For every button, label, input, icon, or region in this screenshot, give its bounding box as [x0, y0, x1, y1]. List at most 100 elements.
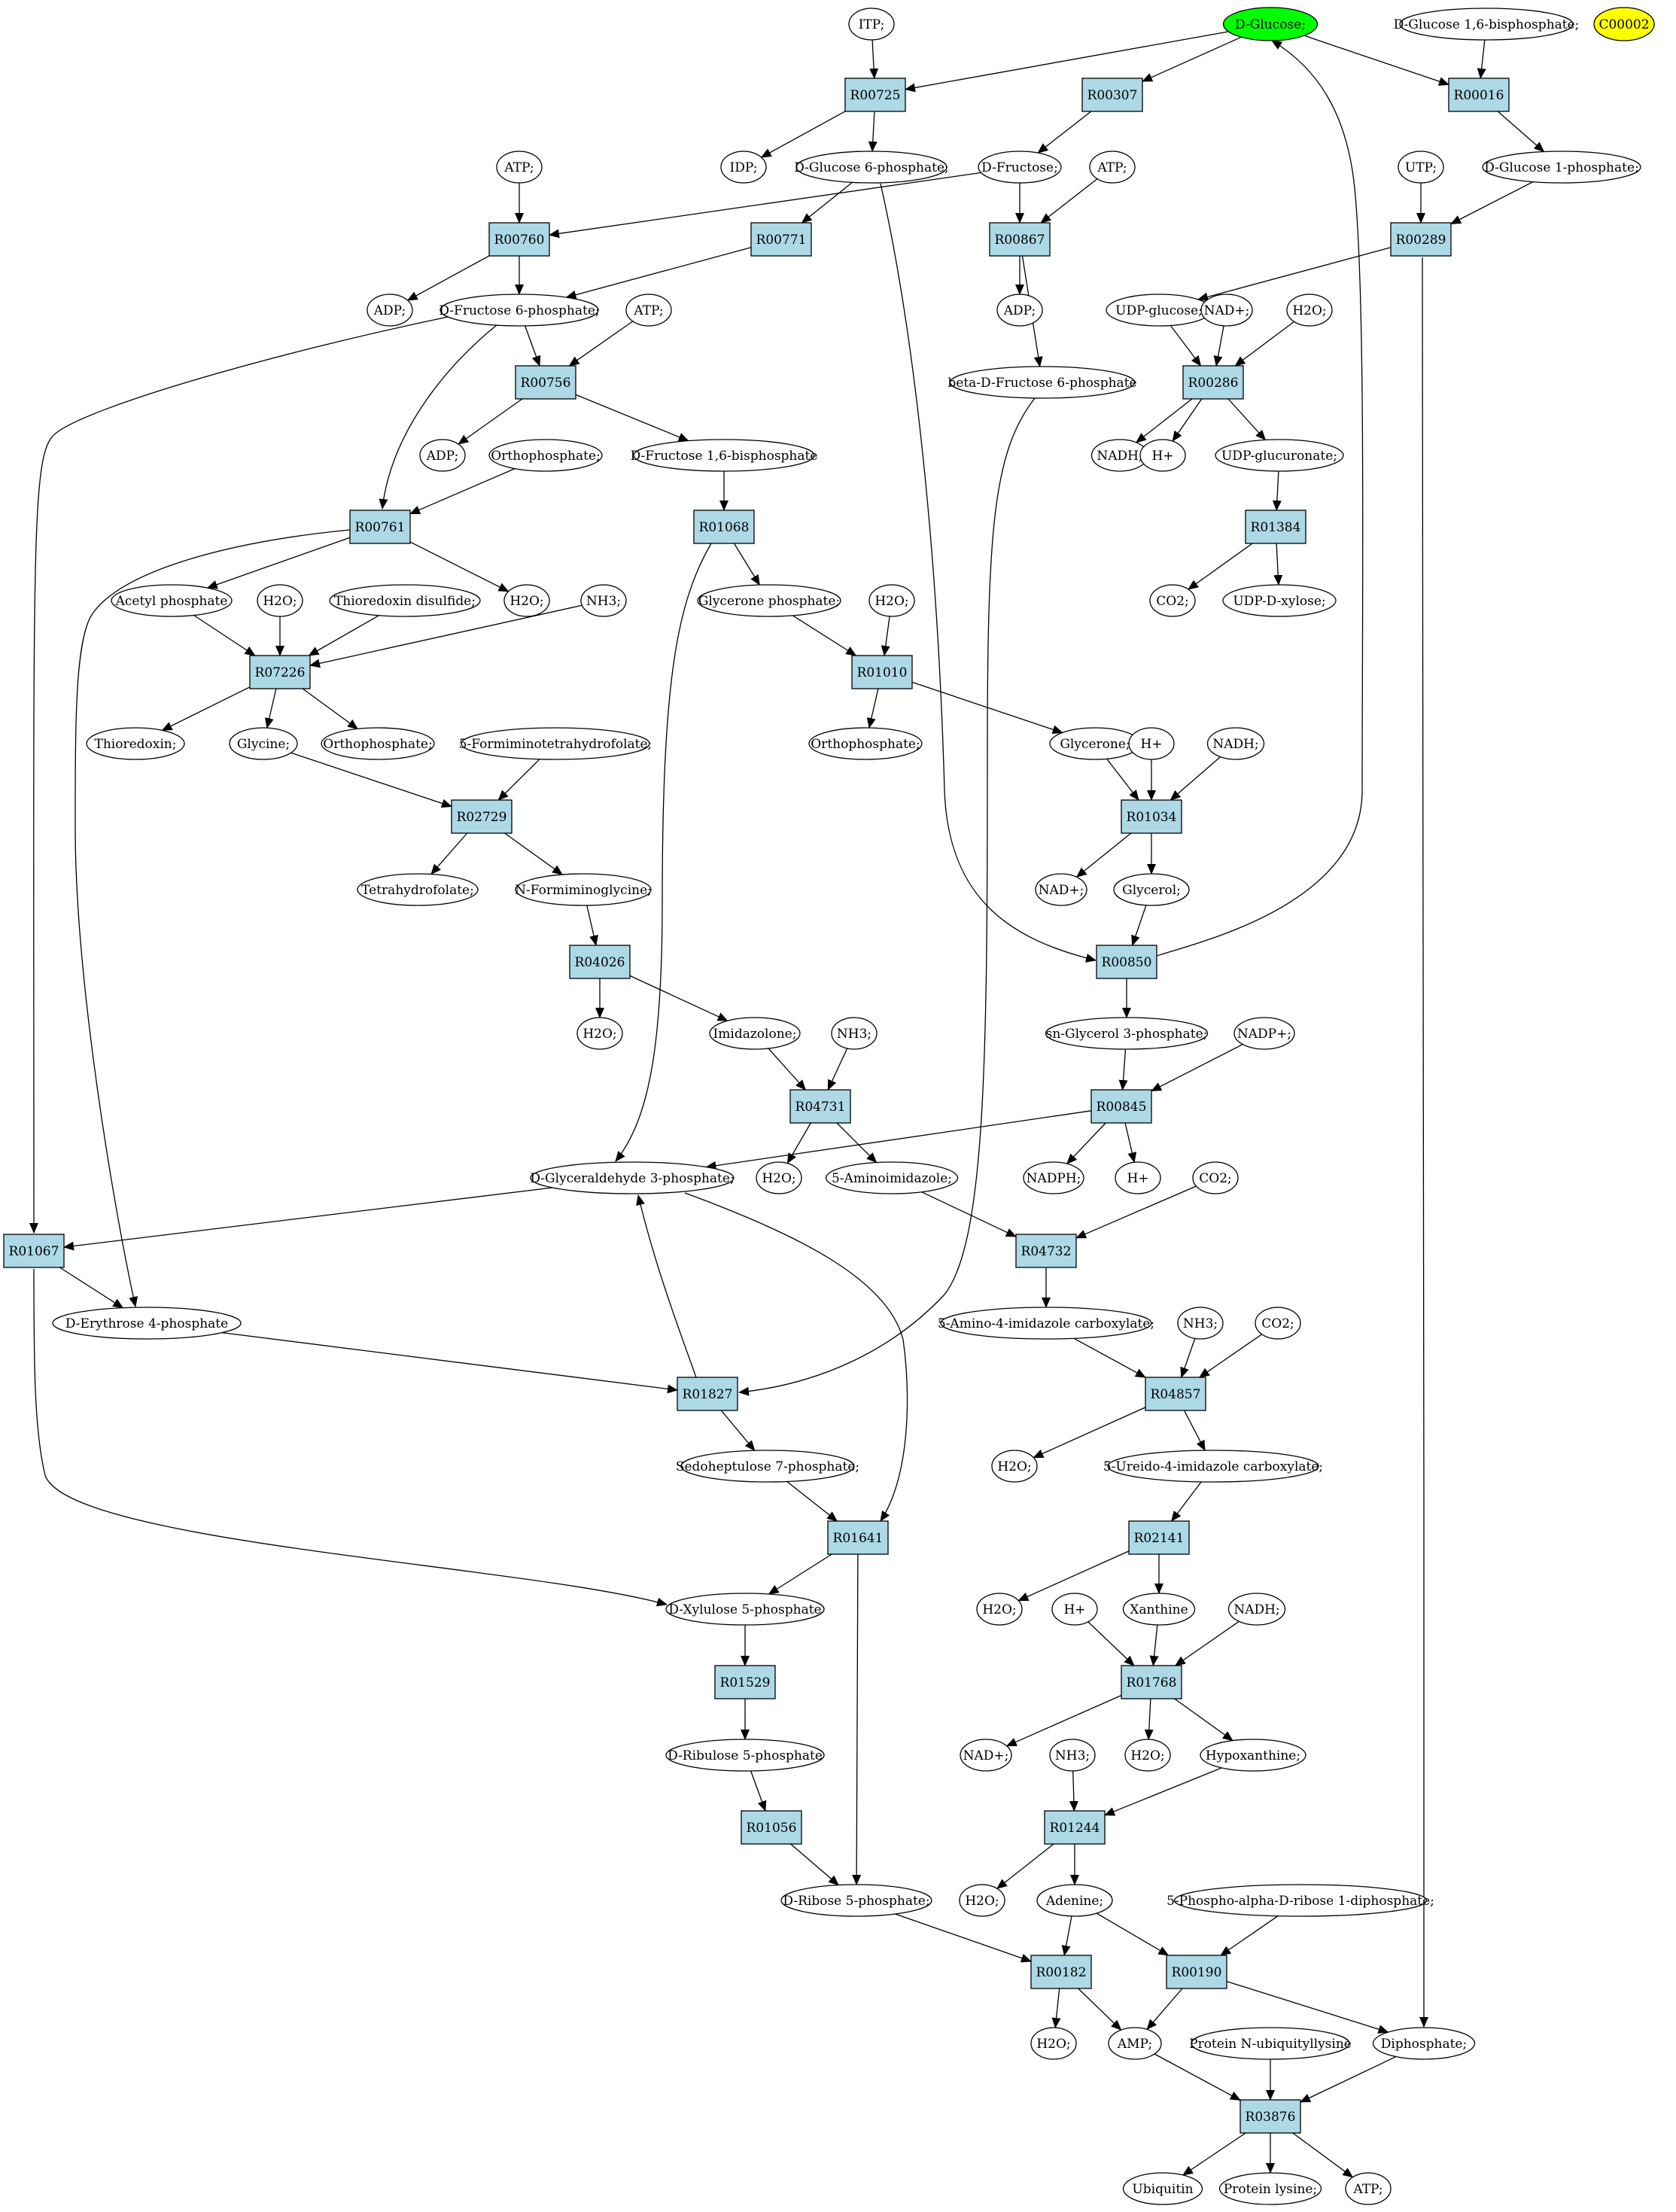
reaction-box — [1166, 1955, 1227, 1989]
edge-r00286-to-udpglcur — [1227, 398, 1267, 441]
edge-r07226-to-gly — [264, 688, 277, 729]
edge-r04857-to-h2o7 — [1033, 1407, 1146, 1459]
node-label: UTP; — [1405, 160, 1437, 175]
node-label: C00002 — [1598, 17, 1649, 32]
compound-ellipse — [1122, 2172, 1203, 2205]
compound-node-idp: IDP; — [720, 151, 767, 184]
node-label: R00760 — [494, 233, 545, 248]
node-label: D-Glucose 1-phosphate; — [1484, 160, 1639, 175]
compound-ellipse — [976, 1593, 1023, 1626]
compound-node-ortho3: Orthophosphate; — [808, 727, 923, 760]
edge-r01067-to-dx5p — [33, 1268, 668, 1607]
node-label: ADP; — [426, 449, 458, 464]
reaction-node-r00760: R00760 — [488, 222, 550, 257]
edge-df6p-to-r01067 — [29, 315, 452, 1234]
reaction-node-r00016: R00016 — [1448, 78, 1510, 112]
edge-h2o4-to-r01010 — [881, 616, 890, 656]
edge-prpp-to-r00190 — [1220, 1915, 1279, 1956]
compound-ellipse — [960, 1739, 1012, 1772]
compound-node-udpglc: UDP-glucose; — [1106, 294, 1212, 327]
edge-r01068-to-dga3p — [615, 543, 712, 1162]
compound-node-df6p: D-Fructose 6-phosphate; — [439, 294, 600, 327]
compound-ellipse — [229, 727, 298, 760]
edge-diphos-to-r03876 — [1300, 2056, 1397, 2103]
edge-r00190-to-amp — [1146, 1988, 1183, 2031]
compound-node-prpp: 5-Phospho-alpha-D-ribose 1-diphosphate; — [1167, 1884, 1434, 1917]
compound-ellipse — [1107, 1450, 1319, 1483]
compound-node-bdf6p: beta-D-Fructose 6-phosphate — [948, 366, 1137, 399]
compound-node-hp1: H+ — [1139, 439, 1186, 472]
compound-ellipse — [665, 1593, 825, 1626]
compound-node-nh3a: NH3; — [580, 584, 627, 617]
compound-node-nadh3: NADH; — [1227, 1593, 1286, 1626]
node-label: H2O; — [1036, 2037, 1070, 2052]
node-label: Tetrahydrofolate; — [361, 883, 474, 898]
compound-node-gly: Glycine; — [229, 727, 298, 760]
edge-uic-to-r02141 — [1171, 1481, 1202, 1522]
node-label: NAD+; — [963, 1748, 1009, 1763]
reaction-box — [1090, 1089, 1152, 1124]
compound-ellipse — [978, 151, 1062, 184]
node-label: R04026 — [575, 955, 625, 970]
edge-nadp1-to-r00286 — [1213, 325, 1224, 367]
node-label: 5-Ureido-4-imidazole carboxylate; — [1103, 1459, 1323, 1474]
compound-ellipse — [780, 1884, 932, 1917]
compound-node-pnub: Protein N-ubiquityllysine — [1189, 2027, 1352, 2060]
compound-node-glycerol: Glycerol; — [1113, 873, 1190, 906]
node-label: NADH; — [1233, 1602, 1279, 1617]
node-label: Thioredoxin disulfide; — [334, 594, 476, 609]
node-label: R03876 — [1246, 2110, 1296, 2125]
edge-glycerol-to-r00850 — [1131, 905, 1147, 946]
node-label: D-Erythrose 4-phosphate — [65, 1316, 228, 1331]
reaction-node-r01529: R01529 — [714, 1665, 776, 1699]
edge-hypox-to-r01244 — [1104, 1767, 1222, 1816]
node-label: Orthophosphate; — [323, 737, 432, 752]
reaction-box — [1096, 945, 1157, 979]
reaction-node-r00771: R00771 — [750, 222, 812, 257]
compound-node-itp: ITP; — [848, 8, 895, 41]
compound-ellipse — [959, 1884, 1005, 1917]
edge-nadh3-to-r01768 — [1174, 1620, 1240, 1666]
node-label: R02141 — [1134, 1531, 1185, 1546]
edge-r00760-to-adp1 — [406, 255, 490, 301]
compound-ellipse — [720, 151, 767, 184]
edge-dg16bp-to-r00016 — [1477, 39, 1486, 79]
compound-node-nadph: NADPH; — [1023, 1161, 1084, 1194]
compound-ellipse — [329, 584, 481, 617]
compound-node-co2b: CO2; — [1192, 1161, 1239, 1194]
edge-adenine-to-r00182 — [1061, 1915, 1072, 1956]
compound-node-h2o7: H2O; — [991, 1450, 1038, 1483]
compound-node-dg6p: D-Glucose 6-phosphate; — [794, 151, 949, 184]
reaction-node-r00182: R00182 — [1030, 1955, 1092, 1989]
node-label: Adenine; — [1045, 1894, 1103, 1909]
node-label: ATP; — [1352, 2182, 1382, 2197]
compound-ellipse — [1398, 151, 1444, 184]
compound-node-df16bp: D-Fructose 1,6-bisphosphate — [631, 439, 817, 472]
compound-node-udpxyl: UDP-D-xylose; — [1222, 584, 1337, 617]
compound-ellipse — [1177, 1307, 1224, 1340]
compound-ellipse — [991, 1450, 1038, 1483]
edge-r00286-to-hp1 — [1172, 398, 1203, 442]
compound-ellipse — [1045, 1017, 1209, 1050]
edge-r00756-to-df16bp — [575, 394, 689, 442]
compound-ellipse — [795, 151, 948, 184]
compound-ellipse — [1372, 2027, 1476, 2060]
edge-r07226-to-trx — [161, 686, 251, 731]
compound-ellipse — [515, 873, 652, 906]
node-label: D-Glyceraldehyde 3-phosphate; — [530, 1171, 734, 1186]
compound-ellipse — [1200, 294, 1253, 327]
compound-ellipse — [580, 584, 627, 617]
edge-r00845-to-hp3 — [1124, 1122, 1137, 1164]
edge-dglucose-to-r00307 — [1142, 36, 1242, 82]
compound-node-udpglcur: UDP-glucuronate; — [1215, 439, 1344, 472]
compound-ellipse — [1139, 439, 1186, 472]
compound-node-nadp3: NAD+; — [960, 1739, 1012, 1772]
node-label: R01827 — [683, 1387, 733, 1402]
edge-gcp-to-r01010 — [792, 615, 857, 656]
compound-ellipse — [1255, 1307, 1301, 1340]
compound-node-hp3: H+ — [1115, 1161, 1161, 1194]
node-label: IDP; — [730, 160, 758, 175]
compound-node-h2o11: H2O; — [1030, 2027, 1077, 2060]
compound-ellipse — [709, 1017, 801, 1050]
node-label: H+ — [1151, 449, 1173, 464]
